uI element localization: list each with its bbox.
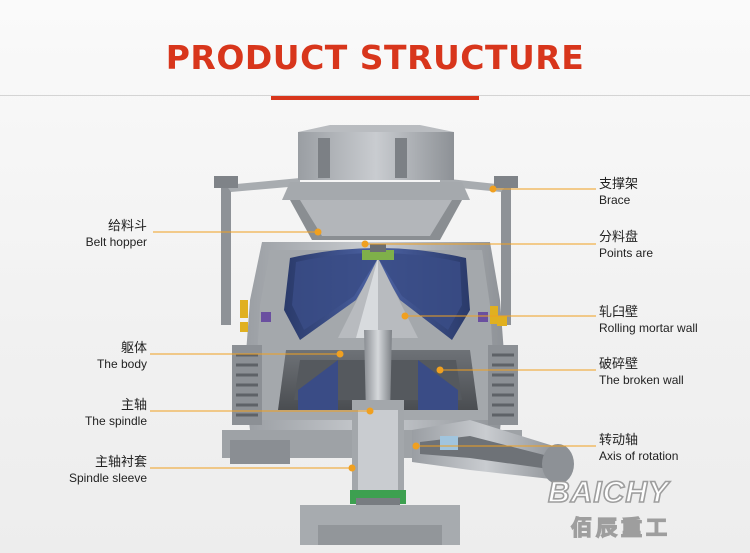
dot-body: [336, 350, 344, 358]
header-divider: [0, 95, 750, 96]
label-mortar-wall-zh: 轧臼壁: [599, 305, 639, 320]
label-points-zh: 分料盘: [599, 230, 639, 245]
label-mortar-wall: 轧臼壁 Rolling mortar wall: [599, 305, 698, 335]
mantle-cone: [338, 244, 418, 338]
label-mortar-wall-en: Rolling mortar wall: [599, 320, 698, 335]
label-points-en: Points are: [599, 245, 654, 260]
label-belt-hopper: 给料斗 Belt hopper: [86, 219, 147, 249]
label-spindle-sleeve: 主轴衬套 Spindle sleeve: [69, 455, 147, 485]
main-spindle: [350, 330, 406, 510]
label-body: 躯体 The body: [97, 341, 147, 371]
leader-lines: [150, 188, 596, 469]
brace-frame: [214, 176, 518, 325]
label-broken-wall: 破碎壁 The broken wall: [599, 357, 684, 387]
dot-axis-rotation: [412, 442, 420, 450]
label-broken-wall-en: The broken wall: [599, 372, 684, 387]
dot-brace: [489, 185, 497, 193]
dot-mortar-wall: [401, 312, 409, 320]
label-brace-zh: 支撑架: [599, 177, 639, 192]
label-spindle-zh: 主轴: [120, 398, 147, 413]
label-belt-hopper-en: Belt hopper: [85, 234, 147, 249]
label-brace-en: Brace: [599, 192, 631, 207]
dot-belt-hopper: [314, 228, 322, 236]
dot-points: [361, 240, 369, 248]
title-underline: [271, 96, 479, 100]
label-points: 分料盘 Points are: [599, 230, 653, 260]
label-spindle-sleeve-en: Spindle sleeve: [68, 470, 147, 485]
base-plate: [318, 525, 442, 545]
drive-shaft: [412, 420, 574, 484]
dot-spindle-sleeve: [348, 464, 356, 472]
label-body-zh: 躯体: [120, 341, 147, 356]
label-axis-rotation: 转动轴 Axis of rotation: [599, 433, 678, 463]
watermark-logo-zh: 佰辰重工: [570, 515, 671, 540]
leader-dots: [314, 185, 497, 472]
label-axis-rotation-zh: 转动轴: [599, 433, 639, 448]
label-spindle-sleeve-zh: 主轴衬套: [94, 455, 147, 470]
label-belt-hopper-zh: 给料斗: [107, 219, 147, 234]
label-body-en: The body: [96, 356, 147, 371]
label-brace: 支撑架 Brace: [599, 177, 638, 207]
watermark-logo-en: BAICHY: [547, 475, 670, 510]
page-title: PRODUCT STRUCTURE: [165, 38, 585, 77]
dot-spindle: [366, 407, 374, 415]
belt-hopper: [282, 125, 470, 240]
dot-broken-wall: [436, 366, 444, 374]
label-axis-rotation-en: Axis of rotation: [599, 448, 679, 463]
label-broken-wall-zh: 破碎壁: [599, 357, 639, 372]
label-spindle-en: The spindle: [84, 413, 147, 428]
label-spindle: 主轴 The spindle: [85, 398, 147, 428]
mortar-wall-liner: [284, 248, 470, 340]
